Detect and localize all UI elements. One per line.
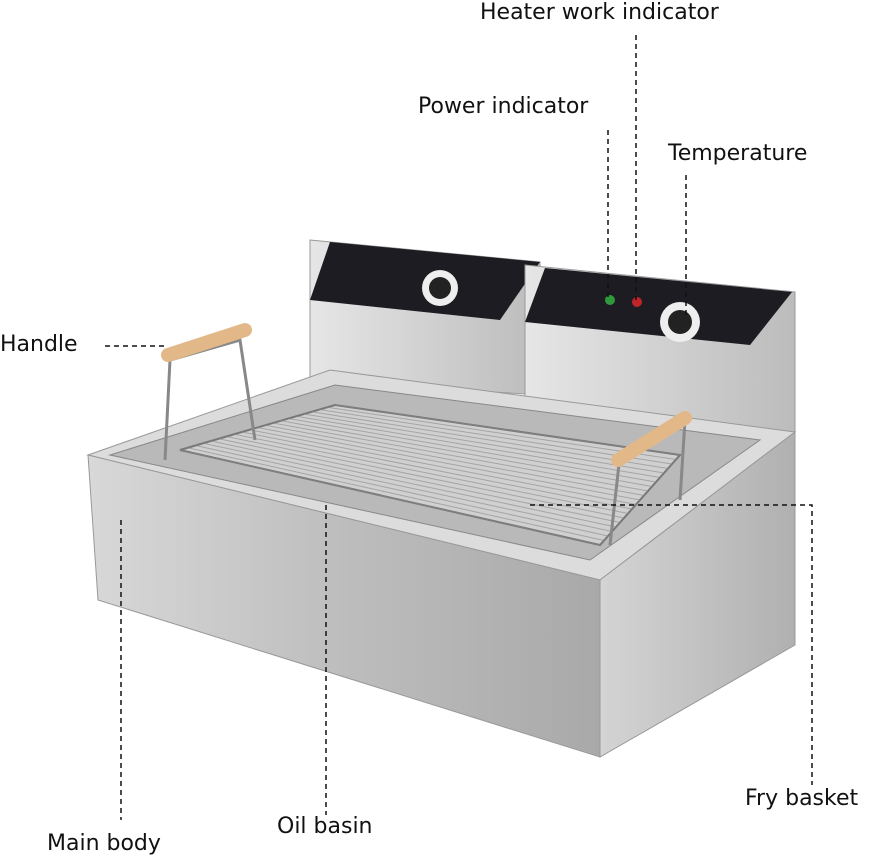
heater-light-icon [632, 297, 642, 307]
leader-lines [105, 35, 813, 820]
label-oil-basin: Oil basin [277, 814, 373, 839]
label-handle: Handle [0, 332, 78, 357]
main-body-side [599, 430, 796, 758]
label-temperature: Temperature [668, 141, 808, 166]
label-power-indicator: Power indicator [418, 94, 589, 119]
fry-basket [161, 323, 692, 547]
handle-left-icon [161, 323, 252, 362]
power-light-icon [605, 295, 615, 305]
control-head-left [309, 239, 541, 396]
label-fry-basket: Fry basket [745, 786, 859, 811]
control-head-right [524, 264, 796, 451]
label-heater-work-indicator: Heater work indicator [480, 0, 719, 25]
handle-right-icon [611, 411, 692, 467]
label-main-body: Main body [47, 831, 161, 856]
